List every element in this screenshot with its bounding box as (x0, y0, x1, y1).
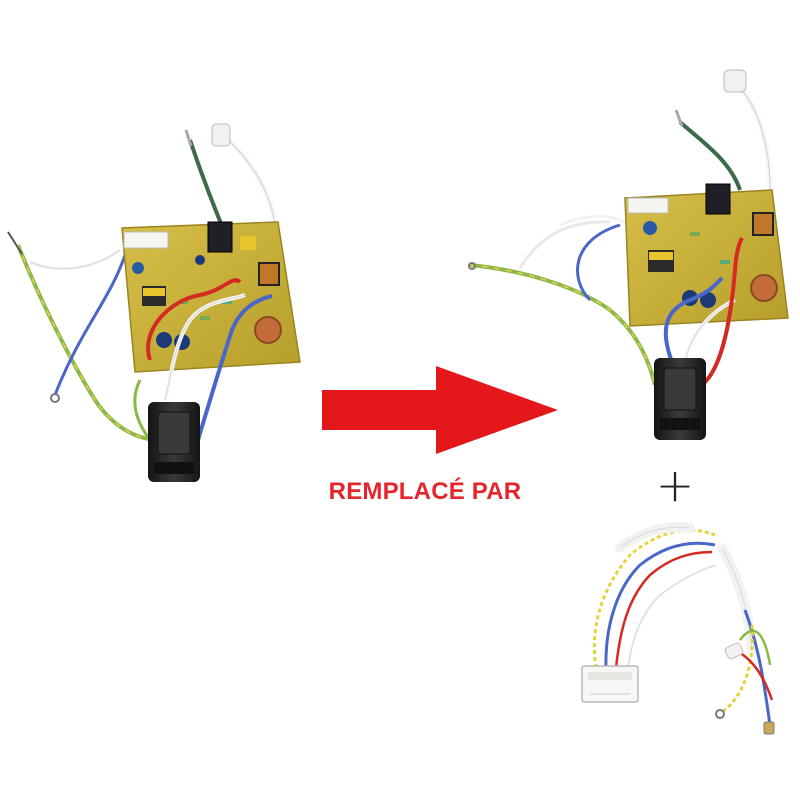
replacement-board-assembly (468, 69, 789, 440)
right-arrow-icon (322, 366, 558, 454)
plus-icon: + (655, 458, 695, 512)
wiring-harness (581, 522, 775, 735)
original-board-assembly (7, 123, 301, 482)
replacement-caption: REMPLACÉ PAR (328, 478, 522, 505)
